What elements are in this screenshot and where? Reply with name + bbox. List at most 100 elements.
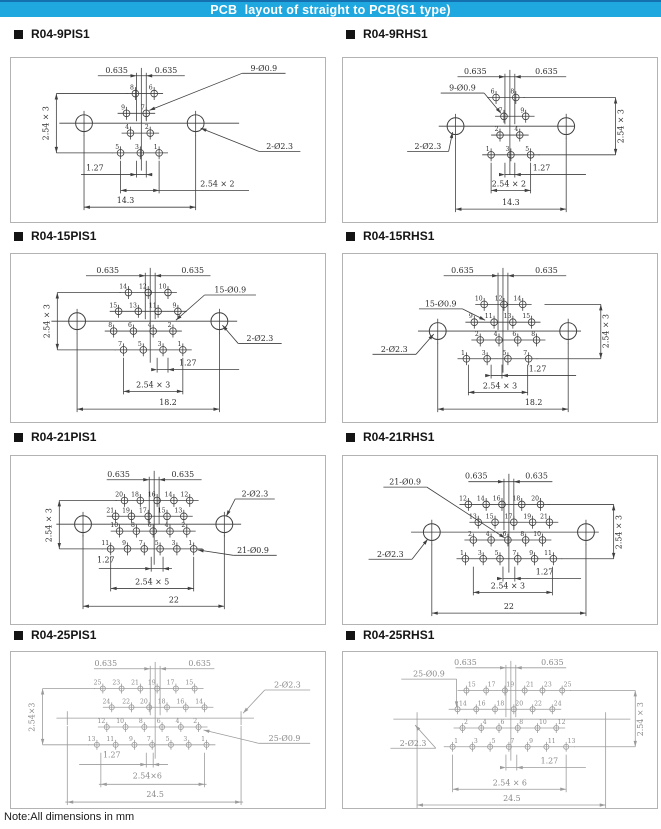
svg-text:18.2: 18.2 — [525, 398, 543, 407]
svg-text:0.635: 0.635 — [535, 266, 558, 275]
svg-text:15: 15 — [468, 682, 476, 689]
svg-text:2: 2 — [495, 126, 499, 133]
svg-text:22: 22 — [504, 602, 514, 611]
svg-text:18: 18 — [158, 698, 166, 705]
svg-text:19: 19 — [523, 513, 531, 520]
svg-text:8: 8 — [139, 718, 143, 725]
svg-text:0.635: 0.635 — [188, 659, 211, 668]
svg-text:7: 7 — [139, 540, 143, 547]
svg-text:1.27: 1.27 — [529, 365, 547, 374]
svg-text:2.54 × 2: 2.54 × 2 — [492, 179, 526, 188]
svg-text:20: 20 — [531, 495, 539, 502]
note-text: Note:All dimensions in mm — [4, 811, 135, 823]
panel-title-R04-9PIS1: R04-9PIS1 — [14, 27, 90, 41]
panel-bullet-icon — [14, 29, 23, 39]
svg-text:1.27: 1.27 — [179, 359, 197, 368]
svg-text:9: 9 — [520, 107, 524, 114]
svg-text:5: 5 — [166, 736, 170, 743]
svg-text:14: 14 — [165, 492, 173, 499]
svg-text:10: 10 — [533, 531, 541, 538]
svg-text:3: 3 — [474, 738, 478, 745]
svg-text:12: 12 — [180, 492, 188, 499]
svg-text:1: 1 — [154, 144, 158, 151]
svg-text:12: 12 — [459, 495, 467, 502]
svg-text:3: 3 — [183, 736, 187, 743]
panel-bullet-icon — [346, 29, 355, 39]
svg-text:15: 15 — [522, 313, 530, 320]
svg-text:7: 7 — [512, 550, 516, 557]
svg-text:9: 9 — [469, 313, 473, 320]
svg-text:0.635: 0.635 — [525, 472, 548, 481]
panel-title-text: R04-25RHS1 — [363, 628, 435, 642]
svg-text:1: 1 — [460, 550, 464, 557]
svg-text:4: 4 — [175, 718, 179, 725]
svg-text:11: 11 — [544, 550, 552, 557]
svg-text:8: 8 — [131, 522, 135, 529]
svg-text:3: 3 — [172, 540, 176, 547]
svg-text:13: 13 — [88, 736, 96, 743]
svg-text:4: 4 — [148, 322, 152, 329]
svg-text:6: 6 — [491, 89, 495, 96]
svg-text:23: 23 — [544, 682, 552, 689]
svg-text:1: 1 — [177, 341, 181, 348]
panel-title-text: R04-9PIS1 — [31, 27, 90, 41]
svg-text:9-Ø0.9: 9-Ø0.9 — [449, 84, 476, 93]
svg-text:16: 16 — [478, 700, 486, 707]
svg-text:13: 13 — [568, 738, 576, 745]
svg-text:14: 14 — [513, 295, 521, 302]
svg-text:7: 7 — [141, 104, 145, 111]
svg-text:17: 17 — [167, 680, 175, 687]
svg-text:15-Ø0.9: 15-Ø0.9 — [425, 299, 457, 308]
svg-text:2.54×6: 2.54×6 — [133, 771, 162, 780]
svg-text:9: 9 — [529, 550, 533, 557]
svg-text:4: 4 — [483, 719, 487, 726]
svg-text:12: 12 — [98, 718, 106, 725]
panel-title-text: R04-25PIS1 — [31, 628, 97, 642]
svg-text:23: 23 — [112, 680, 120, 687]
svg-text:15: 15 — [109, 302, 117, 309]
svg-text:15: 15 — [158, 507, 166, 514]
svg-text:8: 8 — [519, 719, 523, 726]
svg-text:9: 9 — [529, 738, 533, 745]
svg-text:3: 3 — [158, 341, 162, 348]
svg-text:0.635: 0.635 — [181, 266, 204, 275]
svg-text:9-Ø0.9: 9-Ø0.9 — [250, 64, 277, 73]
panel-title-R04-25RHS1: R04-25RHS1 — [346, 628, 434, 642]
svg-text:5: 5 — [503, 350, 507, 357]
svg-text:21: 21 — [106, 507, 114, 514]
svg-text:6: 6 — [512, 331, 516, 338]
svg-text:0.635: 0.635 — [541, 658, 564, 667]
svg-text:13: 13 — [504, 313, 512, 320]
svg-text:0.635: 0.635 — [464, 67, 487, 76]
svg-text:19: 19 — [506, 682, 514, 689]
svg-text:11: 11 — [106, 736, 114, 743]
svg-text:2-Ø2.3: 2-Ø2.3 — [377, 550, 404, 559]
svg-text:3: 3 — [482, 350, 486, 357]
svg-text:6: 6 — [148, 522, 152, 529]
svg-text:1.27: 1.27 — [86, 164, 104, 173]
svg-text:10: 10 — [110, 522, 118, 529]
svg-text:13: 13 — [469, 513, 477, 520]
svg-text:2.54 × 3: 2.54 × 3 — [602, 314, 611, 348]
svg-text:1.27: 1.27 — [103, 751, 121, 760]
panel-title-text: R04-21PIS1 — [31, 430, 97, 444]
svg-text:5: 5 — [495, 550, 499, 557]
svg-text:1: 1 — [188, 540, 192, 547]
svg-text:14: 14 — [119, 284, 127, 291]
svg-text:6: 6 — [149, 85, 153, 92]
svg-text:2.54 × 3: 2.54 × 3 — [615, 515, 624, 549]
svg-text:11: 11 — [101, 540, 109, 547]
svg-text:0.635: 0.635 — [465, 472, 488, 481]
svg-text:2.54 × 3: 2.54 × 3 — [41, 106, 50, 140]
svg-text:2-Ø2.3: 2-Ø2.3 — [247, 334, 274, 343]
svg-text:2.54 × 3: 2.54 × 3 — [491, 581, 525, 590]
svg-text:2.54 × 2: 2.54 × 2 — [200, 179, 234, 188]
